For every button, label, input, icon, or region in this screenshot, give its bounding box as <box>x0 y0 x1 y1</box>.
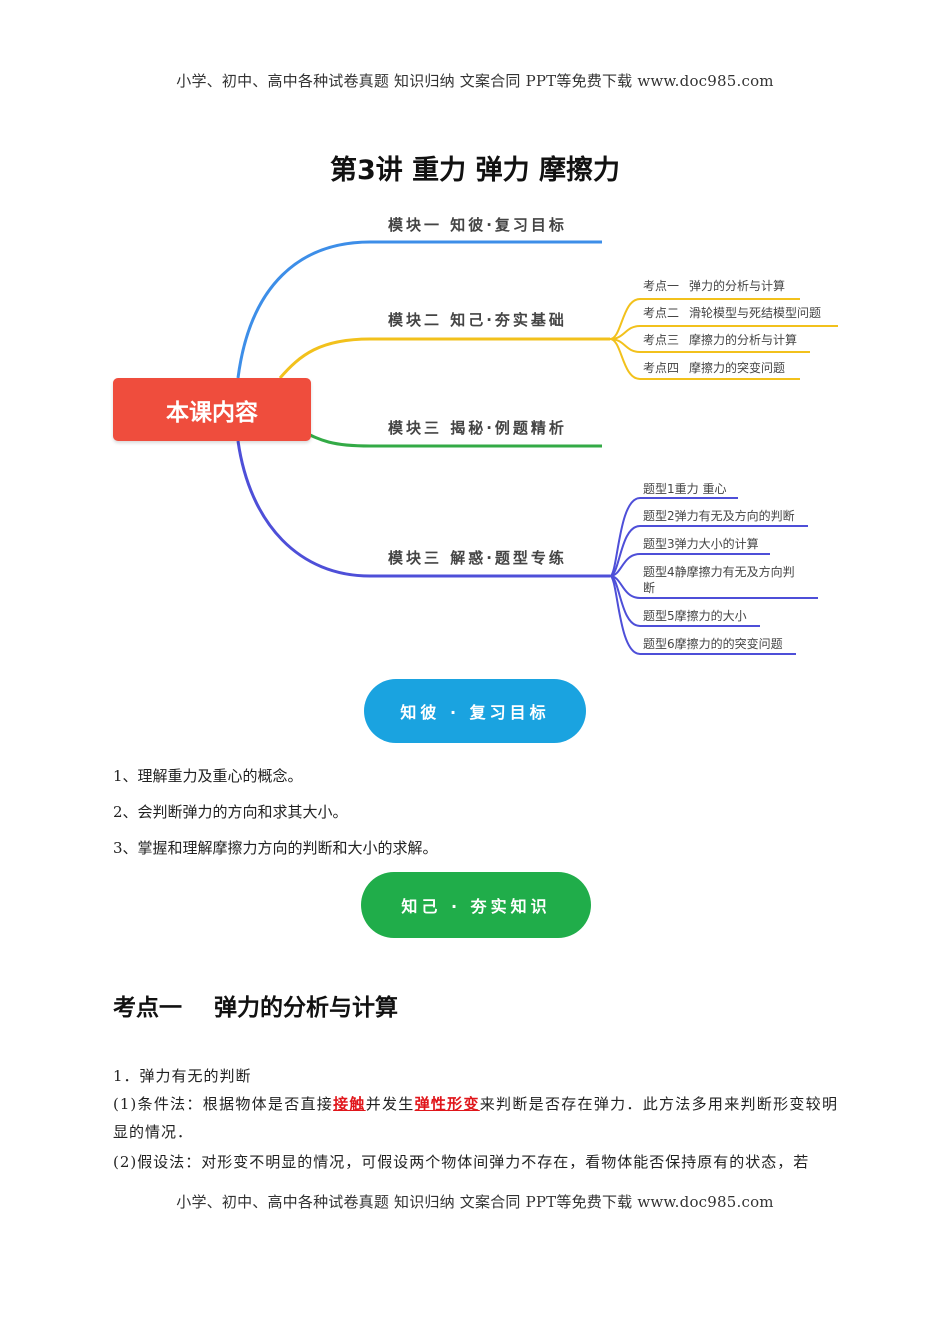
page-header: 小学、初中、高中各种试卷真题 知识归纳 文案合同 PPT等免费下载 www.do… <box>176 72 774 90</box>
leaf-kaodian-3: 考点三摩擦力的分析与计算 <box>643 333 797 347</box>
leaf-key: 考点三 <box>643 333 680 347</box>
paragraph-condition-method: (1)条件法：根据物体是否直接接触并发生弹性形变来判断是否存在弹力．此方法多用来… <box>113 1090 838 1146</box>
leaf-tixing-4: 题型4静摩擦力有无及方向判 <box>643 565 795 579</box>
module-4-label: 模块三 解惑·题型专练 <box>388 549 567 567</box>
leaf-tixing-2: 题型2弹力有无及方向的判断 <box>643 509 795 523</box>
objective-3: 3、掌握和理解摩擦力方向的判断和大小的求解。 <box>113 839 438 857</box>
leaf-line-tx3 <box>609 553 770 577</box>
leaf-key: 考点一 <box>643 279 680 293</box>
objective-2: 2、会判断弹力的方向和求其大小。 <box>113 803 348 821</box>
section-heading: 考点一 弹力的分析与计算 <box>113 995 399 1021</box>
module-3-label: 模块三 揭秘·例题精析 <box>388 419 567 437</box>
review-goals-banner: 知彼 · 复习目标 <box>364 679 586 743</box>
paragraph-assumption-method: (2)假设法：对形变不明显的情况，可假设两个物体间弹力不存在，看物体能否保持原有… <box>113 1153 810 1171</box>
leaf-line-tx6 <box>609 575 796 655</box>
p1-part-b: 并发生 <box>365 1095 415 1113</box>
module-1-label: 模块一 知彼·复习目标 <box>388 216 567 234</box>
highlight-elastic-deformation: 弹性形变 <box>414 1095 480 1113</box>
leaf-line-tx4 <box>609 575 818 599</box>
basics-banner: 知己 · 夯实知识 <box>361 872 591 938</box>
leaf-tixing-1: 题型1重力 重心 <box>643 482 727 496</box>
branch-module-2 <box>278 337 610 379</box>
leaf-tixing-4-wrap: 断 <box>643 581 656 595</box>
leaf-key: 考点四 <box>643 361 680 375</box>
leaf-line-kd3 <box>609 338 810 353</box>
module-2-label: 模块二 知己·夯实基础 <box>388 311 567 329</box>
p1-part-a: (1)条件法：根据物体是否直接 <box>113 1095 334 1113</box>
leaf-text: 摩擦力的突变问题 <box>689 361 786 375</box>
leaf-line-kd1 <box>609 298 800 340</box>
leaf-text: 弹力的分析与计算 <box>689 279 786 293</box>
highlight-contact: 接触 <box>333 1095 366 1113</box>
leaf-tixing-5: 题型5摩擦力的大小 <box>643 609 747 623</box>
leaf-kaodian-2: 考点二滑轮模型与死结模型问题 <box>643 306 821 320</box>
leaf-line-tx2 <box>609 525 808 577</box>
leaf-kaodian-1: 考点一弹力的分析与计算 <box>643 279 785 293</box>
leaf-kaodian-4: 考点四摩擦力的突变问题 <box>643 361 785 375</box>
mindmap-center: 本课内容 <box>113 378 311 441</box>
p1-part-c: 来判断是否存在弹力．此方法多用来判断形变较明显的情况． <box>113 1095 838 1141</box>
leaf-text: 摩擦力的分析与计算 <box>689 333 798 347</box>
leaf-line-kd4 <box>609 338 800 380</box>
leaf-text: 滑轮模型与死结模型问题 <box>689 306 822 320</box>
branch-module-4 <box>236 440 610 578</box>
page-title: 第3讲 重力 弹力 摩擦力 <box>330 155 620 186</box>
leaf-tixing-6: 题型6摩擦力的的突变问题 <box>643 637 783 651</box>
leaf-key: 考点二 <box>643 306 680 320</box>
leaf-line-tx1 <box>609 497 738 577</box>
page-footer: 小学、初中、高中各种试卷真题 知识归纳 文案合同 PPT等免费下载 www.do… <box>176 1193 774 1211</box>
branch-module-1 <box>236 240 602 379</box>
subheading: 1．弹力有无的判断 <box>113 1067 252 1085</box>
objective-1: 1、理解重力及重心的概念。 <box>113 767 303 785</box>
leaf-tixing-3: 题型3弹力大小的计算 <box>643 537 759 551</box>
